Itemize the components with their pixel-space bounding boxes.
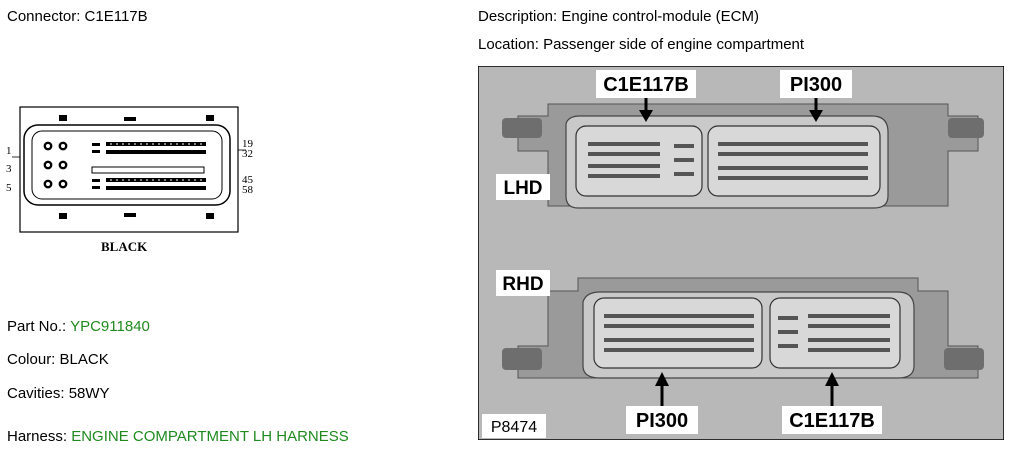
part-no-label: Part No.: <box>7 318 67 335</box>
connector-label: Connector: <box>7 8 81 25</box>
cavities-line: Cavities: 58WY <box>7 385 110 402</box>
callout-label: PI300 <box>790 74 842 96</box>
colour-line: Colour: BLACK <box>7 351 109 368</box>
pin-number-left: 5 <box>6 182 12 194</box>
cavities-label: Cavities: <box>7 385 65 402</box>
harness-value: ENGINE COMPARTMENT LH HARNESS <box>71 428 349 445</box>
description-label: Description: <box>478 8 558 25</box>
pin-number-right: 58 <box>242 184 254 196</box>
lhd-module <box>502 103 984 209</box>
rhd-label-box: RHD <box>496 270 550 296</box>
pin-number-right: 19 <box>242 138 254 150</box>
connector-face-drawing: 1 3 5 19 32 45 58 BLACK <box>6 106 254 254</box>
callout-lhd-c1e117b: C1E117B <box>596 70 696 122</box>
ecm-location-photo: C1E117B PI300 PI300 C1E117B LHD RHD P847… <box>478 66 1004 440</box>
location-value: Passenger side of engine compartment <box>543 36 805 53</box>
large-pin-grid <box>43 141 68 189</box>
part-no-line: Part No.: YPC911840 <box>7 318 150 335</box>
latch-tab <box>206 115 214 121</box>
drawing-colour-label: BLACK <box>101 239 148 254</box>
cavities-value: 58WY <box>68 385 110 402</box>
connector-value: C1E117B <box>84 8 148 25</box>
lhd-label: LHD <box>503 178 542 199</box>
latch-tab <box>206 213 214 219</box>
callout-rhd-c1e117b: C1E117B <box>782 372 882 434</box>
lhd-label-box: LHD <box>496 174 550 200</box>
colour-value: BLACK <box>59 351 109 368</box>
latch-tab <box>59 213 67 219</box>
figure-id: P8474 <box>491 419 537 436</box>
harness-line: Harness: ENGINE COMPARTMENT LH HARNESS <box>7 428 349 445</box>
callout-lhd-pi300: PI300 <box>780 70 852 122</box>
pin-number-left: 1 <box>6 145 12 157</box>
harness-label: Harness: <box>7 428 68 445</box>
colour-label: Colour: <box>7 351 56 368</box>
description-value: Engine control-module (ECM) <box>561 8 759 25</box>
rhd-module <box>502 277 984 379</box>
pin-number-right: 45 <box>242 174 254 186</box>
connector-cavity-area <box>31 130 223 200</box>
part-no-value: YPC911840 <box>70 318 150 335</box>
rhd-label: RHD <box>502 274 543 295</box>
pin-number-left: 3 <box>6 163 12 175</box>
connector-line: Connector: C1E117B <box>7 8 148 25</box>
latch-tab <box>59 115 67 121</box>
pin-number-right: 32 <box>242 148 253 160</box>
callout-label: PI300 <box>636 410 688 432</box>
latch-tab <box>124 213 136 217</box>
small-pin-rows <box>91 142 206 190</box>
description-line: Description: Engine control-module (ECM) <box>478 8 759 25</box>
location-label: Location: <box>478 36 539 53</box>
callout-label: C1E117B <box>789 410 875 432</box>
location-line: Location: Passenger side of engine compa… <box>478 36 804 53</box>
figure-id-box: P8474 <box>482 414 546 438</box>
connector-outer-housing <box>19 106 239 233</box>
callout-rhd-pi300: PI300 <box>626 372 698 434</box>
connector-inner-body <box>23 124 231 206</box>
latch-tab <box>124 117 136 121</box>
callout-label: C1E117B <box>603 74 689 96</box>
